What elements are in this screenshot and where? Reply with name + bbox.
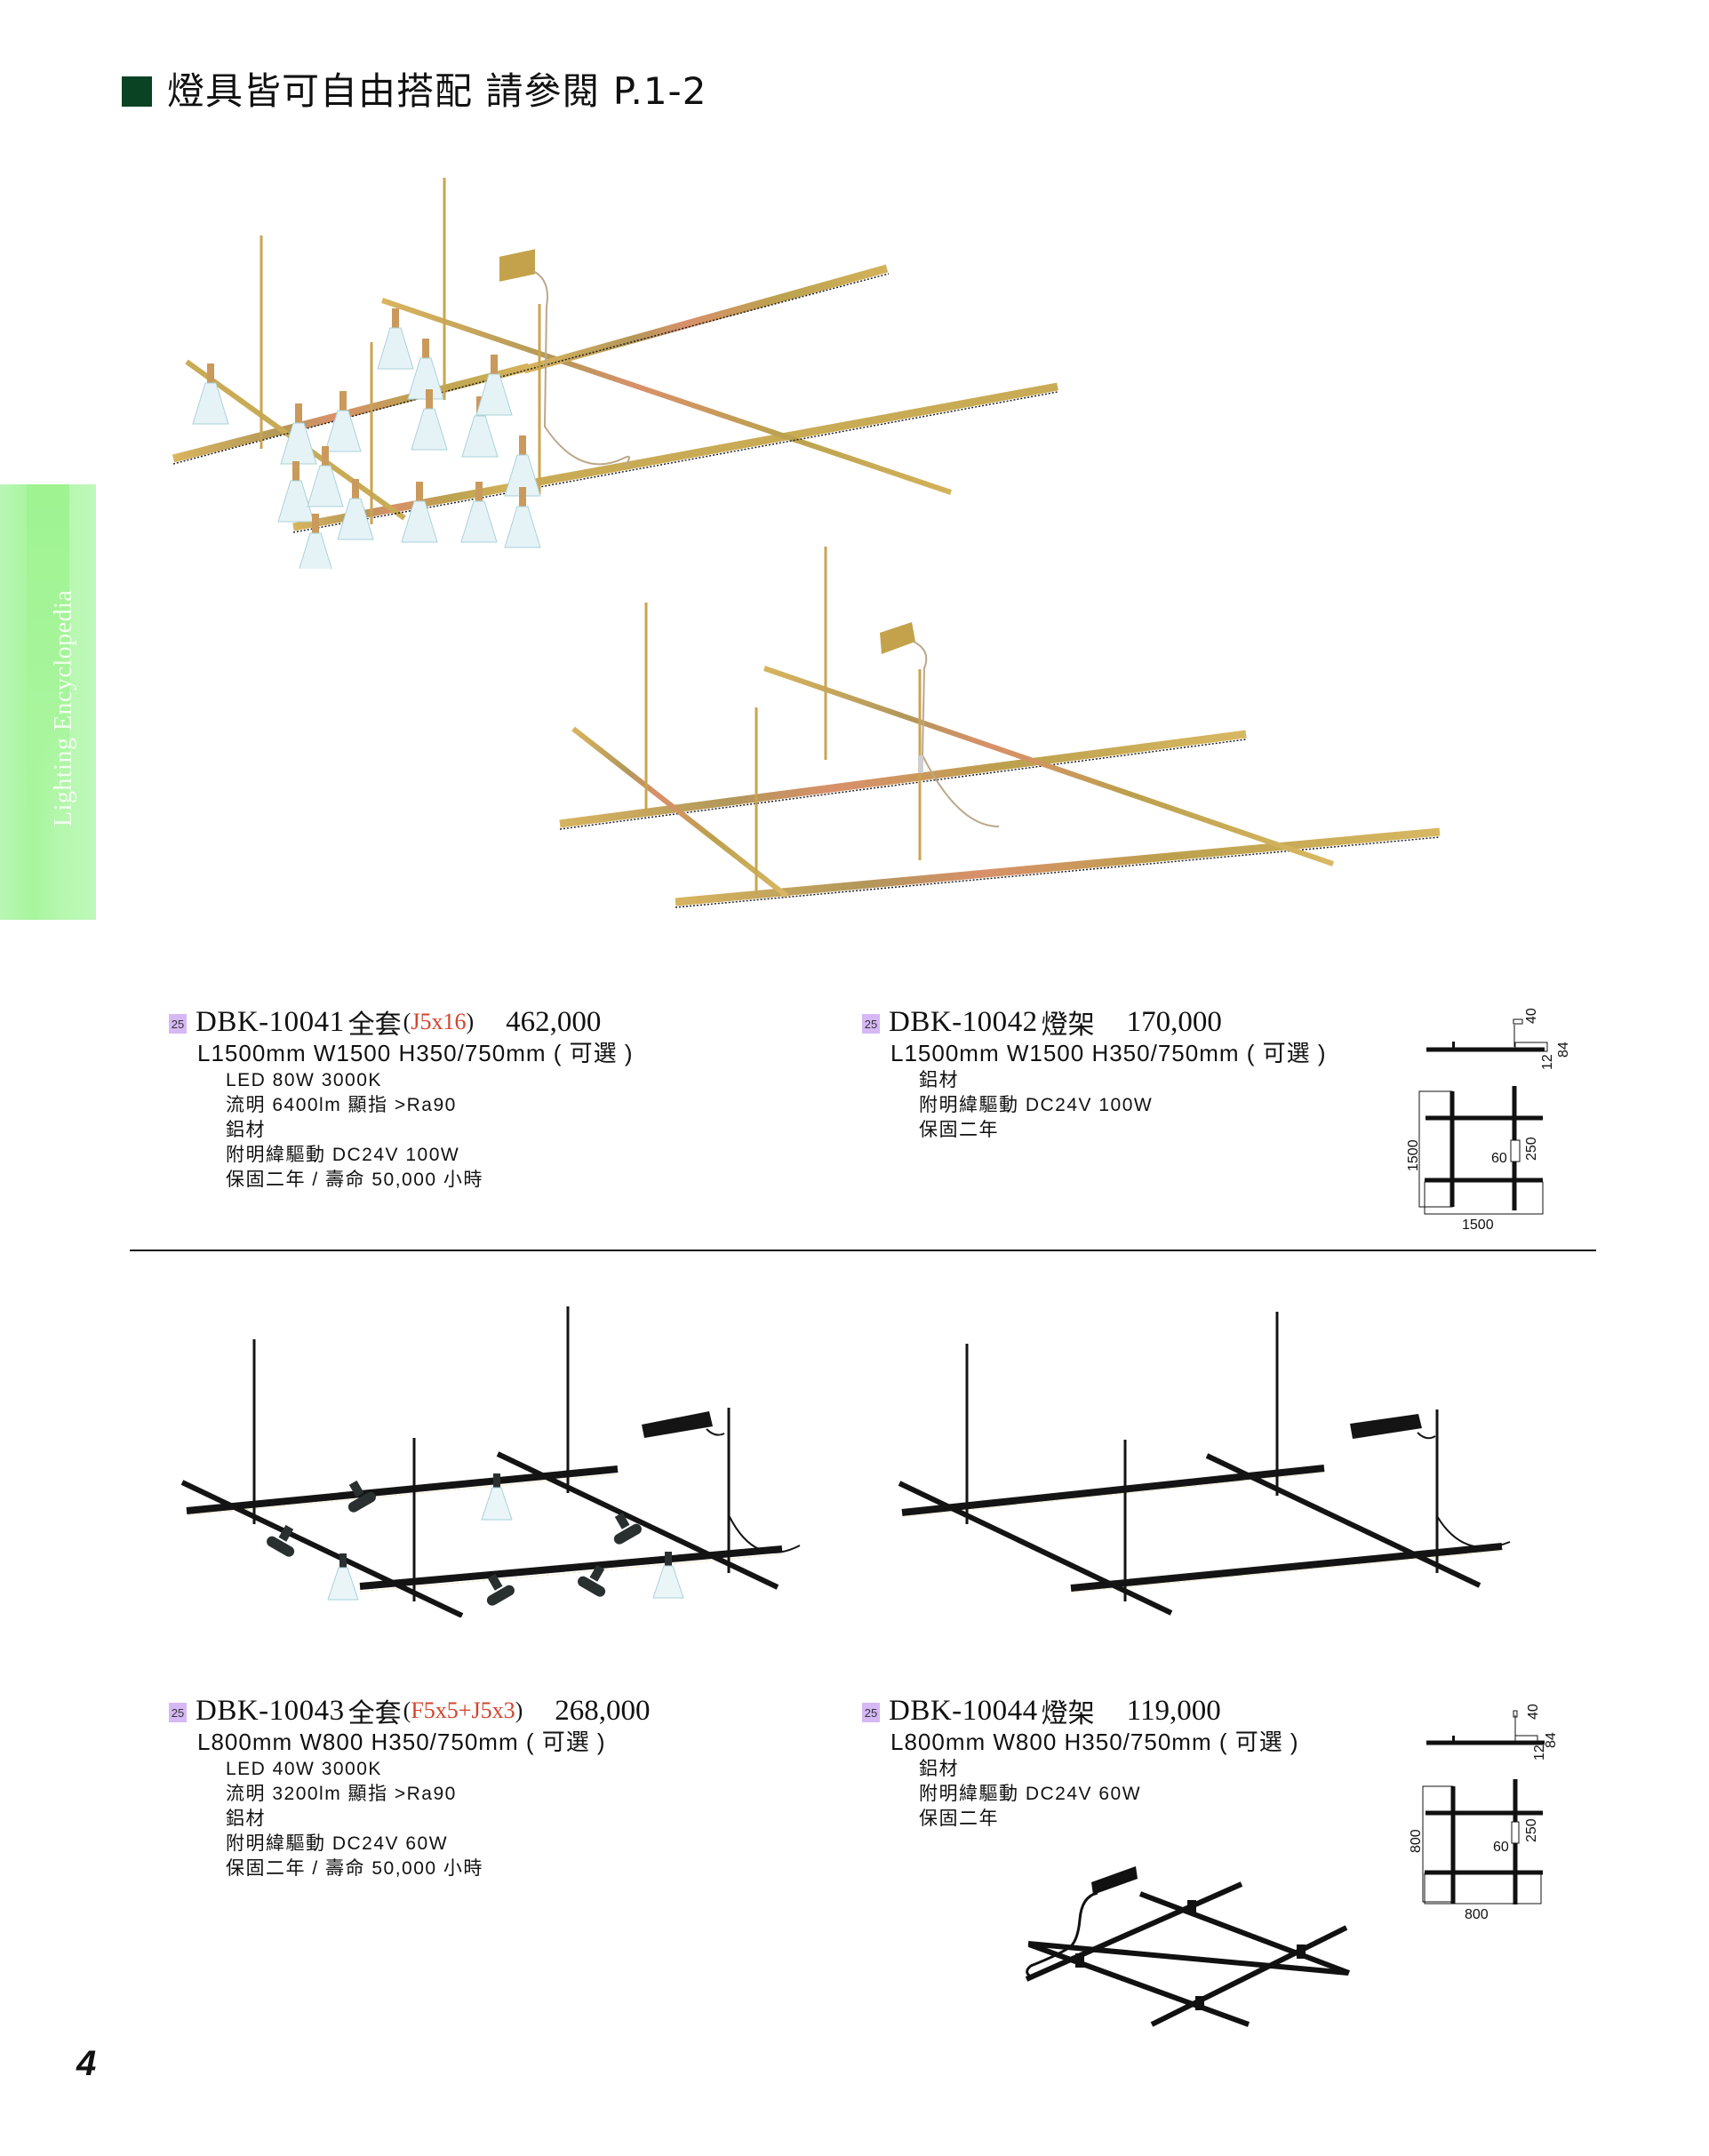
product-image-dbk-10043 — [180, 1306, 801, 1617]
spec-list: LED 80W 3000K 流明 6400lm 顯指 >Ra90 鋁材 附明緯驅… — [226, 1068, 634, 1193]
product-dbk-10044: 25 DBK-10044 燈架 119,000 L800mm W800 H350… — [862, 1693, 1299, 1832]
spec-line: 附明緯驅動 DC24V 60W — [226, 1833, 449, 1854]
spec-line: 附明緯驅動 DC24V 100W — [919, 1095, 1154, 1115]
price: 462,000 — [506, 1005, 602, 1038]
page-ref-badge: 25 — [169, 1703, 187, 1722]
dim-12: 12 — [1540, 1054, 1555, 1070]
dimensions: L800mm W800 H350/750mm ( 可選 ) — [890, 1729, 1299, 1755]
model-number: DBK-10042 — [889, 1005, 1038, 1038]
dim-84: 84 — [1544, 1732, 1559, 1748]
page-ref-badge: 25 — [169, 1014, 187, 1034]
spec-line: LED 80W 3000K — [226, 1070, 382, 1090]
dimension-diagram-1500: 40 84 12 1500 1500 250 60 — [1406, 1008, 1571, 1233]
model-number: DBK-10043 — [196, 1694, 345, 1727]
spec-list: LED 40W 3000K 流明 3200lm 顯指 >Ra90 鋁材 附明緯驅… — [226, 1757, 651, 1881]
page-number: 4 — [76, 2044, 97, 2083]
page-heading: 燈具皆可自由搭配 請參閱 P.1-2 — [167, 69, 707, 113]
spec-line: 保固二年 — [919, 1809, 999, 1829]
spec-line: 鋁材 — [226, 1809, 266, 1829]
product-kind: 全套 — [347, 1010, 402, 1041]
product-kind: 燈架 — [1041, 1698, 1095, 1729]
dim-driver-width: 60 — [1493, 1840, 1509, 1855]
dim-depth: 1500 — [1406, 1139, 1421, 1171]
page-ref-badge: 25 — [862, 1014, 880, 1034]
spec-line: 附明緯驅動 DC24V 60W — [919, 1784, 1142, 1804]
frame-line-drawing — [1025, 1866, 1351, 2027]
spec-line: 保固二年 / 壽命 50,000 小時 — [226, 1170, 483, 1190]
dim-driver-length: 250 — [1524, 1818, 1539, 1842]
sidebar-decoration — [27, 484, 69, 822]
dimensions: L800mm W800 H350/750mm ( 可選 ) — [197, 1729, 606, 1755]
product-dbk-10042: 25 DBK-10042 燈架 170,000 L1500mm W1500 H3… — [862, 1004, 1327, 1143]
product-kind: 全套 — [347, 1698, 402, 1729]
combo-code: (J5x16) — [403, 1009, 475, 1034]
spec-line: LED 40W 3000K — [226, 1759, 382, 1779]
price: 268,000 — [555, 1694, 651, 1727]
dim-width: 1500 — [1462, 1218, 1494, 1233]
spec-line: 流明 3200lm 顯指 >Ra90 — [226, 1784, 457, 1804]
dim-12: 12 — [1532, 1745, 1547, 1761]
spec-line: 流明 6400lm 顯指 >Ra90 — [226, 1095, 457, 1115]
spec-line: 鋁材 — [919, 1070, 959, 1090]
product-dbk-10043: 25 DBK-10043 全套 (F5x5+J5x3) 268,000 L800… — [169, 1693, 651, 1881]
dimension-diagram-800: 40 84 12 800 800 250 60 — [1409, 1704, 1559, 1922]
spec-list: 鋁材 附明緯驅動 DC24V 100W 保固二年 — [919, 1068, 1327, 1143]
dimensions: L1500mm W1500 H350/750mm ( 可選 ) — [197, 1040, 634, 1066]
section-divider — [130, 1250, 1596, 1251]
product-dbk-10041: 25 DBK-10041 全套 (J5x16) 462,000 L1500mm … — [169, 1004, 634, 1193]
product-image-dbk-10044 — [898, 1312, 1511, 1616]
dim-driver-length: 250 — [1524, 1137, 1539, 1161]
spec-line: 附明緯驅動 DC24V 100W — [226, 1145, 460, 1165]
model-number: DBK-10041 — [196, 1005, 345, 1038]
page-ref-badge: 25 — [862, 1703, 880, 1722]
dim-width: 800 — [1465, 1907, 1489, 1922]
model-number: DBK-10044 — [889, 1694, 1038, 1727]
spec-list: 鋁材 附明緯驅動 DC24V 60W 保固二年 — [919, 1757, 1299, 1832]
spec-line: 保固二年 / 壽命 50,000 小時 — [226, 1858, 483, 1879]
dimensions: L1500mm W1500 H350/750mm ( 可選 ) — [890, 1040, 1327, 1066]
section-marker-square — [122, 76, 152, 107]
dim-driver-width: 60 — [1491, 1151, 1507, 1166]
dim-40: 40 — [1526, 1704, 1541, 1720]
spec-line: 鋁材 — [919, 1759, 959, 1779]
price: 119,000 — [1126, 1694, 1221, 1727]
dim-84: 84 — [1556, 1042, 1571, 1058]
dim-40: 40 — [1524, 1008, 1539, 1024]
product-kind: 燈架 — [1041, 1010, 1095, 1041]
sidebar-tab: Lighting Encyclopedia — [0, 484, 96, 920]
combo-code: (F5x5+J5x3) — [403, 1697, 523, 1723]
dim-depth: 800 — [1409, 1829, 1424, 1853]
product-image-dbk-10041 — [172, 178, 1058, 569]
product-image-dbk-10042 — [559, 547, 1441, 908]
spec-line: 保固二年 — [919, 1120, 999, 1140]
sidebar-label: Lighting Encyclopedia — [50, 589, 77, 826]
price: 170,000 — [1126, 1005, 1222, 1038]
spec-line: 鋁材 — [226, 1120, 266, 1140]
